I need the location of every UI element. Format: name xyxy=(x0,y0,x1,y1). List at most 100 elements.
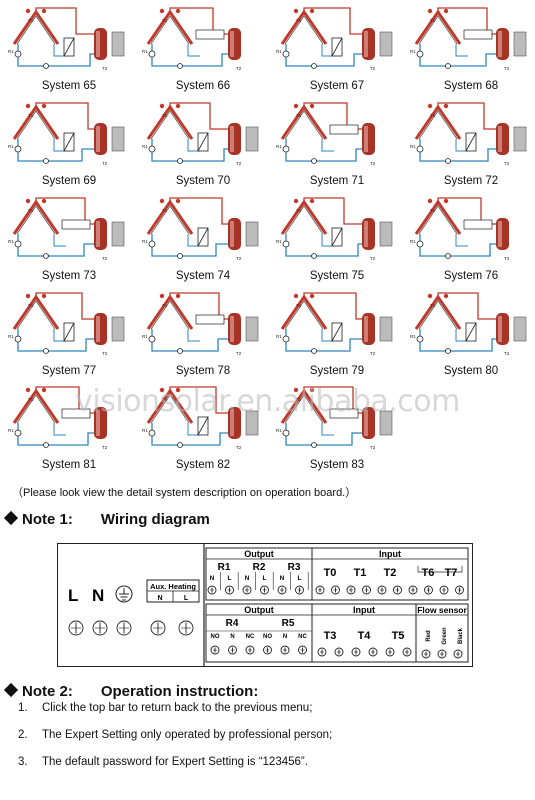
system-label: System 71 xyxy=(309,175,365,187)
storage-tank-icon xyxy=(228,218,241,250)
instruction-number: 1. xyxy=(18,702,28,714)
instruction-number: 3. xyxy=(18,756,28,768)
storage-tank-icon xyxy=(228,313,241,345)
terminal-screw-icon xyxy=(68,620,84,636)
svg-text:T1: T1 xyxy=(28,303,34,308)
aux-heating-n: N xyxy=(157,595,162,602)
terminal-screw-icon xyxy=(362,585,371,595)
heat-exchanger-icon xyxy=(331,37,343,57)
instruction-number: 2. xyxy=(18,729,28,741)
terminal-screw-icon xyxy=(116,620,132,636)
svg-text:T1: T1 xyxy=(430,18,436,23)
heat-exchanger-icon xyxy=(465,322,477,342)
system-label: System 74 xyxy=(175,270,231,282)
output-terminal-label: N xyxy=(283,634,287,640)
system-label: System 82 xyxy=(175,459,231,471)
output-terminal-label: N xyxy=(280,575,285,582)
heat-exchanger-icon xyxy=(63,132,75,152)
terminal-screw-icon xyxy=(298,645,307,655)
svg-text:R1: R1 xyxy=(410,334,416,339)
svg-text:T2: T2 xyxy=(236,256,242,261)
heat-exchanger-icon xyxy=(197,132,209,152)
pump-icon xyxy=(148,335,183,354)
svg-text:T2: T2 xyxy=(370,445,376,450)
svg-text:R1: R1 xyxy=(410,144,416,149)
svg-text:T1: T1 xyxy=(430,303,436,308)
svg-text:R1: R1 xyxy=(8,334,14,339)
solar-collector-icon xyxy=(146,293,194,330)
instruction-item: 1.Click the top bar to return back to th… xyxy=(18,702,528,729)
svg-text:T2: T2 xyxy=(102,445,108,450)
system-label: System 75 xyxy=(309,270,365,282)
solar-collector-icon xyxy=(146,198,194,235)
svg-text:T2: T2 xyxy=(102,351,108,356)
terminal-screw-icon xyxy=(424,585,433,595)
solar-collector-icon xyxy=(414,293,462,330)
heat-exchanger-icon xyxy=(197,416,209,436)
terminal-screw-icon xyxy=(455,585,464,595)
sensor-t2-label: T2 xyxy=(384,567,397,579)
heat-exchanger-icon xyxy=(331,227,343,247)
terminal-screw-icon xyxy=(280,645,290,655)
storage-tank-icon xyxy=(362,218,375,250)
storage-tank-icon xyxy=(94,218,107,250)
sensor-t4-label: T4 xyxy=(358,630,372,642)
sensor-t5-label: T5 xyxy=(392,630,405,642)
instruction-text: The default password for Expert Setting … xyxy=(42,756,308,768)
system-label: System 69 xyxy=(41,175,97,187)
system-label: System 78 xyxy=(175,365,231,377)
svg-text:R1: R1 xyxy=(8,239,14,244)
terminal-screw-icon xyxy=(331,585,340,595)
note1-title: Wiring diagram xyxy=(100,511,210,528)
relay-r2-label: R2 xyxy=(253,562,266,573)
pump-icon xyxy=(14,145,49,164)
svg-text:T1: T1 xyxy=(28,18,34,23)
pump-icon xyxy=(282,335,317,354)
storage-tank-icon xyxy=(94,123,107,155)
storage-tank-icon xyxy=(362,123,375,155)
solar-collector-icon xyxy=(12,293,60,330)
svg-text:T1: T1 xyxy=(162,303,168,308)
terminal-screw-icon xyxy=(393,585,402,595)
svg-text:R1: R1 xyxy=(276,49,282,54)
pump-icon xyxy=(14,429,49,448)
svg-text:R1: R1 xyxy=(276,144,282,149)
svg-text:T1: T1 xyxy=(430,208,436,213)
system-label: System 80 xyxy=(443,365,499,377)
solar-collector-icon xyxy=(280,8,328,45)
terminal-screw-icon xyxy=(334,647,344,657)
relay-r3-label: R3 xyxy=(288,562,301,573)
terminal-screw-icon xyxy=(277,585,287,595)
sensor-t3-label: T3 xyxy=(324,630,337,642)
solar-collector-icon xyxy=(414,103,462,140)
terminal-screw-icon xyxy=(421,649,431,659)
svg-text:T1: T1 xyxy=(296,208,302,213)
svg-text:T2: T2 xyxy=(504,256,510,261)
terminal-screw-icon xyxy=(260,585,269,595)
svg-text:R1: R1 xyxy=(276,428,282,433)
terminal-screw-icon xyxy=(351,647,361,657)
svg-text:T2: T2 xyxy=(504,351,510,356)
sensor-t6-label: T6 xyxy=(422,567,435,579)
heat-exchanger-icon xyxy=(197,227,209,247)
svg-text:T2: T2 xyxy=(504,66,510,71)
system-label: System 76 xyxy=(443,270,499,282)
terminal-screw-icon xyxy=(315,585,325,595)
